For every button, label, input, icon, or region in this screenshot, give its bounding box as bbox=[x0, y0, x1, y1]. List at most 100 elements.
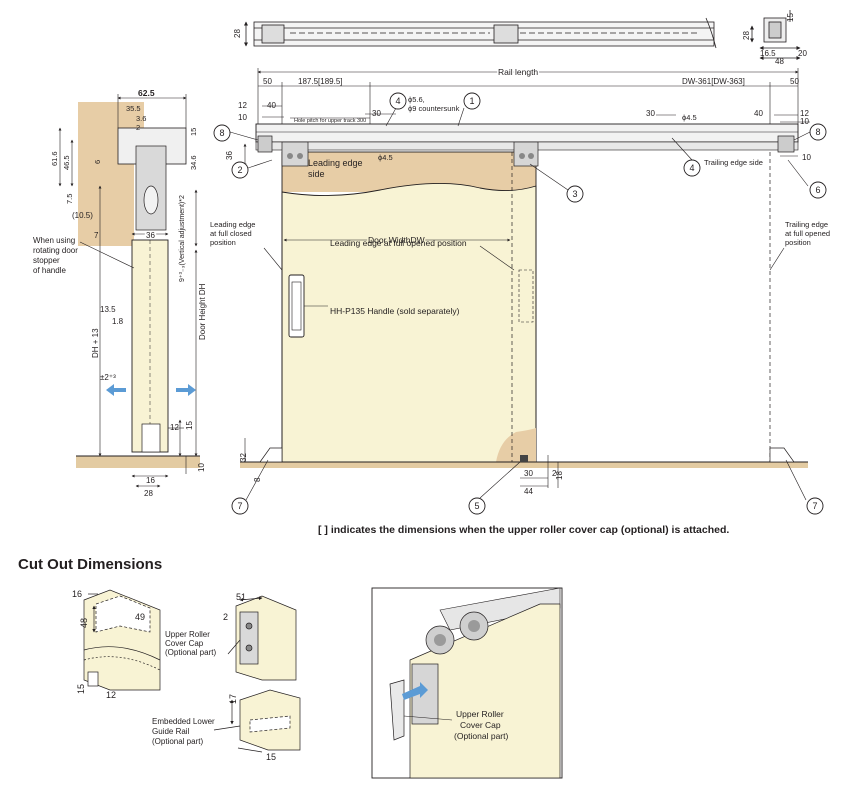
top-dim-48: 48 bbox=[775, 57, 784, 66]
cutout-c-label-3: (Optional part) bbox=[152, 737, 203, 746]
dim-12-right: 12 bbox=[800, 109, 809, 118]
dim-40-right: 40 bbox=[754, 109, 763, 118]
cutout-c-label-1: Embedded Lower bbox=[152, 717, 215, 726]
photo-label-2: Cover Cap bbox=[460, 720, 501, 730]
roller-illustration bbox=[371, 587, 563, 779]
cutout-b-label-2: Cover Cap bbox=[165, 639, 204, 648]
leading-closed-2: at full closed bbox=[210, 229, 252, 238]
cutout-b bbox=[227, 595, 297, 681]
callout-7b bbox=[806, 497, 824, 515]
photo-label-1: Upper Roller bbox=[456, 709, 504, 719]
sec-pm2: ±2⁺³ bbox=[100, 373, 116, 382]
callouts bbox=[213, 92, 827, 515]
sec-dim-3-6: 3.6 bbox=[136, 114, 146, 123]
cutout-c bbox=[213, 689, 301, 753]
section-view bbox=[76, 102, 200, 468]
leading-opened: Leading edge at full opened position bbox=[330, 238, 467, 248]
trailing-opened-3: position bbox=[785, 238, 811, 247]
callout-8b-label: 8 bbox=[815, 127, 820, 137]
cut-out-dimensions-title: Cut Out Dimensions bbox=[18, 556, 163, 573]
leading-closed-1: Leading edge bbox=[210, 220, 255, 229]
dim-10-right-a: 10 bbox=[800, 117, 809, 126]
sec-dim-35-5: 35.5 bbox=[126, 104, 141, 113]
callout-1-label: 1 bbox=[469, 96, 474, 106]
callout-4a bbox=[389, 92, 407, 110]
hole-right: ϕ4.5 bbox=[682, 113, 697, 122]
leading-closed-3: position bbox=[210, 238, 236, 247]
stopper-note-4: of handle bbox=[33, 266, 66, 275]
door-height: Door Height DH bbox=[198, 283, 207, 340]
hole-spec-b: ϕ9 countersunk bbox=[408, 104, 460, 113]
hole-bottom: ϕ4.5 bbox=[378, 153, 393, 162]
sec-dim-2: 2 bbox=[136, 123, 140, 132]
sec-dim-7-5: 7.5 bbox=[65, 194, 74, 204]
callout-3-label: 3 bbox=[572, 189, 577, 199]
sec-dim-1-8: 1.8 bbox=[112, 317, 124, 326]
callout-7b-label: 7 bbox=[812, 501, 817, 511]
front-elevation bbox=[240, 123, 808, 468]
vertical-adjust: 9⁺³₋₃(Vertical adjustment)*2 bbox=[179, 195, 186, 282]
trailing-opened-2: at full opened bbox=[785, 229, 830, 238]
sec-dim-15: 15 bbox=[189, 128, 198, 136]
dim-40-left: 40 bbox=[267, 101, 276, 110]
callout-8a bbox=[213, 124, 231, 142]
dim-30-bottom: 30 bbox=[524, 469, 533, 478]
sec-dim-6: 6 bbox=[93, 160, 102, 164]
cutout-a-16: 16 bbox=[72, 589, 82, 599]
callout-8b bbox=[809, 123, 827, 141]
callout-7a-label: 7 bbox=[237, 501, 242, 511]
dim-187-5: 187.5[189.5] bbox=[298, 77, 342, 86]
cutout-a-49: 49 bbox=[135, 612, 145, 622]
callout-6-label: 6 bbox=[815, 185, 820, 195]
sec-dim-62-5: 62.5 bbox=[138, 88, 155, 98]
callout-4b bbox=[683, 159, 701, 177]
top-dim-20: 20 bbox=[798, 49, 807, 58]
callout-1 bbox=[463, 92, 481, 110]
dim-10-right-b: 10 bbox=[802, 153, 811, 162]
trailing-opened-1: Trailing edge bbox=[785, 220, 828, 229]
sec-dim-10-5: (10.5) bbox=[72, 211, 93, 220]
hole-pitch: Hole pitch for upper track 300 bbox=[294, 118, 366, 124]
sec-dim-28: 28 bbox=[144, 489, 153, 498]
cutout-c-label-2: Guide Rail bbox=[152, 727, 190, 736]
cutout-a-12: 12 bbox=[106, 690, 116, 700]
callout-5 bbox=[468, 497, 486, 515]
sec-dim-16: 16 bbox=[146, 476, 155, 485]
handle-label: HH-P135 Handle (sold separately) bbox=[330, 306, 460, 316]
leading-side-b: side bbox=[308, 169, 325, 179]
callout-4b-label: 4 bbox=[689, 163, 694, 173]
cutout-a-48: 48 bbox=[79, 618, 89, 628]
dim-32: 32 bbox=[239, 453, 248, 462]
sec-dim-34-6: 34.6 bbox=[189, 155, 198, 170]
sec-dim-61-6: 61.6 bbox=[50, 151, 59, 166]
top-dim-15: 15 bbox=[786, 13, 795, 22]
dim-30-left: 30 bbox=[372, 109, 381, 118]
dim-50-left: 50 bbox=[263, 77, 272, 86]
callout-5-label: 5 bbox=[474, 501, 479, 511]
cutout-b-label-1: Upper Roller bbox=[165, 630, 210, 639]
dim-30-right: 30 bbox=[646, 109, 655, 118]
stopper-note-3: stopper bbox=[33, 256, 60, 265]
dim-8: 8 bbox=[253, 477, 262, 482]
cutout-c-17: 17 bbox=[228, 694, 238, 704]
callout-2-label: 2 bbox=[237, 165, 242, 175]
top-dim-28: 28 bbox=[233, 29, 242, 38]
callout-2 bbox=[231, 161, 249, 179]
dim-36: 36 bbox=[225, 151, 234, 160]
sec-dim-7: 7 bbox=[94, 231, 99, 240]
sec-dim-12: 12 bbox=[170, 423, 179, 432]
callout-6 bbox=[809, 181, 827, 199]
sec-dim-36: 36 bbox=[146, 231, 155, 240]
callout-3 bbox=[566, 185, 584, 203]
sec-dim-10: 10 bbox=[197, 463, 206, 472]
bracket-note: [ ] indicates the dimensions when the up… bbox=[318, 524, 730, 536]
leading-side-a: Leading edge bbox=[308, 158, 363, 168]
stopper-note-1: When using bbox=[33, 236, 75, 245]
dim-44: 44 bbox=[524, 487, 533, 496]
cutout-a-15: 15 bbox=[76, 684, 86, 694]
rail-length-label: Rail length bbox=[498, 67, 538, 77]
top-dim-16-5: 16.5 bbox=[760, 49, 776, 58]
dim-10-left: 10 bbox=[238, 113, 247, 122]
dim-50-right: 50 bbox=[790, 77, 799, 86]
